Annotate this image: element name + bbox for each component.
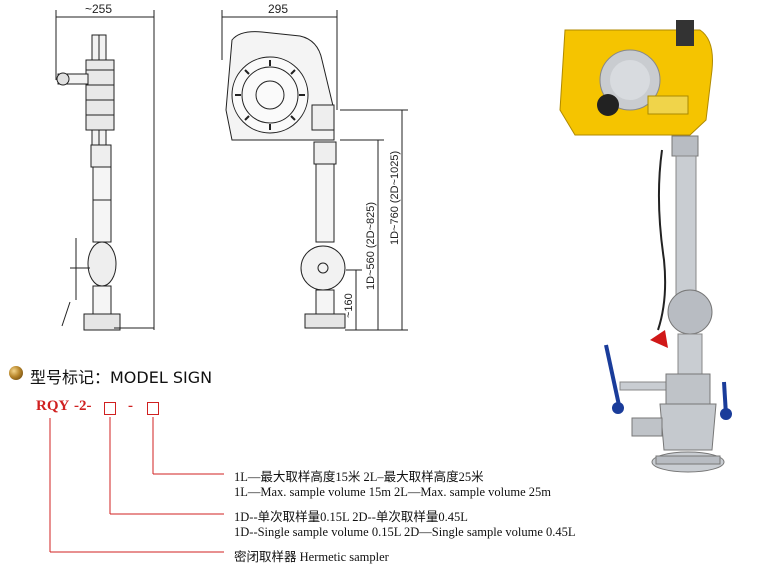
product-photo <box>559 20 732 473</box>
dim-lower-160: ~160 <box>343 293 355 318</box>
model-code-box-1 <box>104 402 116 415</box>
model-code-rqy: RQY <box>36 398 70 414</box>
desc-line3: 密闭取样器 Hermetic sampler <box>234 550 389 564</box>
dim-front-width: 295 <box>268 2 288 16</box>
side-view-drawing <box>55 10 155 331</box>
title-bullet-icon <box>9 366 23 380</box>
model-sign-title: 型号标记：MODEL SIGN <box>30 368 213 387</box>
model-code-box-2 <box>147 402 159 415</box>
desc-line1-en: 1L—Max. sample volume 15m 2L—Max. sample… <box>234 485 551 499</box>
model-code-sep2: - <box>128 398 133 414</box>
dim-side-width: ~255 <box>85 2 112 16</box>
model-code-sep1: -2- <box>74 398 92 414</box>
desc-line2-en: 1D--Single sample volume 0.15L 2D—Single… <box>234 525 576 539</box>
model-code-connectors <box>49 417 224 553</box>
desc-line1-cn: 1L—最大取样高度15米 2L–最大取样高度25米 <box>234 470 484 484</box>
front-view-drawing <box>221 10 408 331</box>
dim-height-560: 1D~560 (2D~825) <box>365 202 377 290</box>
dim-height-760: 1D~760 (2D~1025) <box>389 151 401 245</box>
desc-line2-cn: 1D--单次取样量0.15L 2D--单次取样量0.45L <box>234 510 468 524</box>
